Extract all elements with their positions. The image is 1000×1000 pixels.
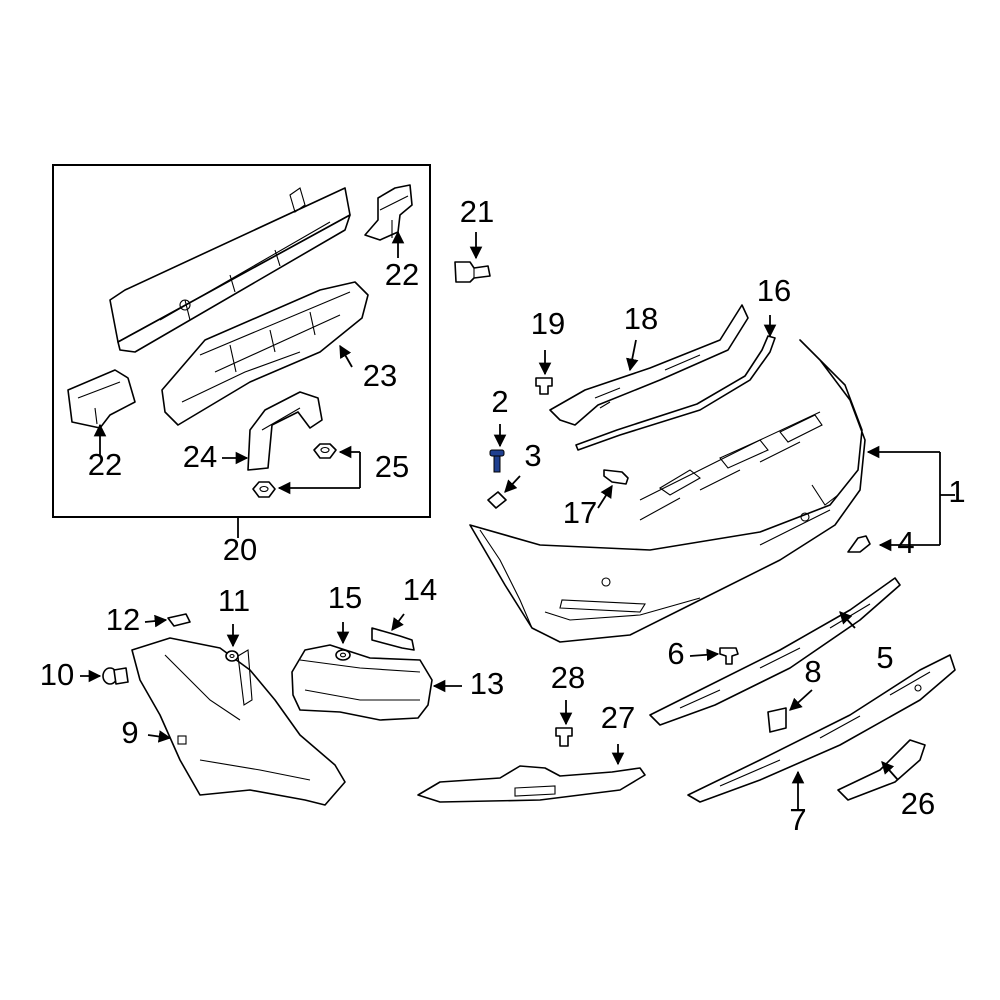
- callout-28: 28: [551, 660, 585, 695]
- callout-24: 24: [183, 439, 217, 474]
- callout-1: 1: [948, 474, 965, 509]
- callout-9: 9: [121, 715, 138, 750]
- valance-bracket[interactable]: [767, 707, 787, 733]
- callout-20: 20: [223, 532, 257, 567]
- shield-washer[interactable]: [335, 649, 351, 661]
- bumper-bracket-right[interactable]: [364, 184, 413, 241]
- callout-14: 14: [403, 572, 437, 607]
- diffuser[interactable]: [687, 654, 956, 803]
- bumper-upper-guide[interactable]: [549, 304, 749, 426]
- callout-labels: 1 2 3 4 5 6 7 8 9 10 11 12 13 14 15 16 1…: [40, 194, 966, 837]
- cover-bolt[interactable]: [603, 469, 629, 485]
- reinforcement-bolt[interactable]: [454, 261, 491, 283]
- bumper-clip[interactable]: [535, 377, 553, 395]
- lower-valance[interactable]: [649, 577, 901, 726]
- callout-15: 15: [328, 580, 362, 615]
- callout-22-lower: 22: [88, 447, 122, 482]
- callout-25: 25: [375, 449, 409, 484]
- shield-clip[interactable]: [167, 613, 191, 627]
- callout-5: 5: [876, 640, 893, 675]
- callout-16: 16: [757, 273, 791, 308]
- callout-27: 27: [601, 700, 635, 735]
- callout-17: 17: [563, 495, 597, 530]
- callout-22-upper: 22: [385, 257, 419, 292]
- valance-clip[interactable]: [719, 647, 739, 665]
- callout-21: 21: [460, 194, 494, 229]
- speed-nut[interactable]: [487, 491, 507, 509]
- callout-26: 26: [901, 786, 935, 821]
- callout-11: 11: [218, 583, 250, 618]
- leader-lines: [80, 230, 955, 810]
- callout-23: 23: [363, 358, 397, 393]
- shield-pin[interactable]: [371, 627, 415, 651]
- callout-13: 13: [470, 666, 504, 701]
- energy-absorber[interactable]: [161, 281, 369, 426]
- callout-8: 8: [804, 654, 821, 689]
- retainer-nut-upper[interactable]: [313, 443, 337, 459]
- shield-nut[interactable]: [225, 650, 239, 662]
- reinforcement-group-box: [52, 164, 431, 518]
- bumper-cover-clip[interactable]: [847, 535, 871, 553]
- callout-18: 18: [624, 301, 658, 336]
- callout-2: 2: [491, 384, 508, 419]
- impact-bar[interactable]: [109, 187, 351, 353]
- retainer-nut-lower[interactable]: [252, 481, 276, 498]
- callout-4: 4: [897, 525, 914, 560]
- callout-19: 19: [531, 306, 565, 341]
- callout-6: 6: [667, 636, 684, 671]
- callout-3: 3: [524, 438, 541, 473]
- absorber-bracket[interactable]: [247, 391, 323, 471]
- shield-screw[interactable]: [102, 667, 129, 685]
- callout-7: 7: [789, 802, 806, 837]
- callout-10: 10: [40, 657, 74, 692]
- bumper-bracket-left[interactable]: [67, 369, 136, 429]
- reflector-bolt[interactable]: [555, 727, 573, 747]
- highlighted-screw[interactable]: [489, 449, 505, 473]
- heat-shield[interactable]: [291, 644, 433, 721]
- reflector-trim[interactable]: [417, 765, 646, 803]
- callout-12: 12: [106, 602, 140, 637]
- bumper-cover[interactable]: [469, 339, 866, 643]
